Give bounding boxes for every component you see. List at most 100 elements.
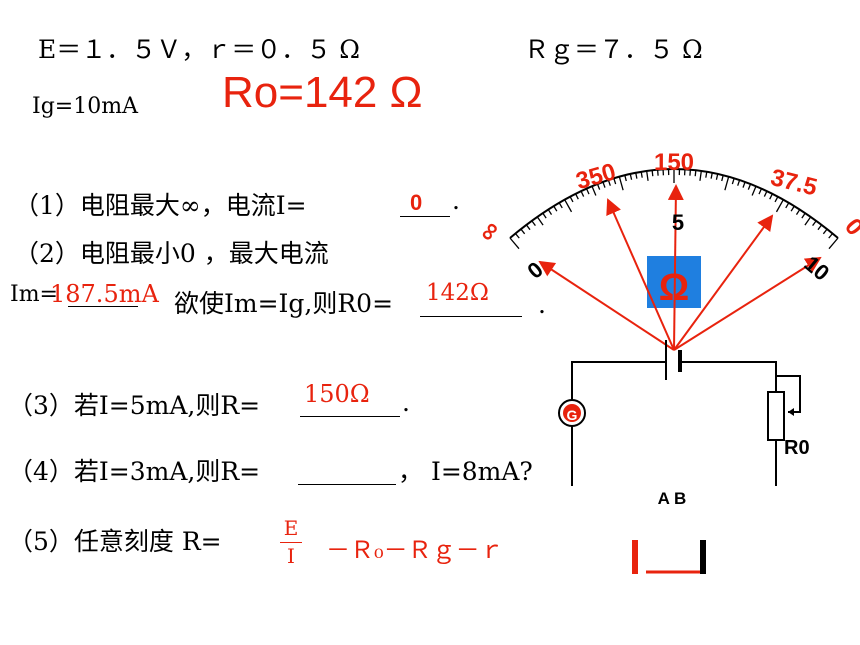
meter-tick — [775, 199, 784, 213]
meter-tick — [801, 212, 806, 219]
meter-tick — [580, 190, 585, 197]
meter-tick — [731, 178, 735, 185]
wire-left-top — [571, 361, 666, 400]
label-0-right: 0 — [839, 213, 860, 241]
meter-ticks — [509, 169, 839, 250]
meter-tick — [520, 228, 526, 235]
q2-im-blank — [68, 306, 138, 307]
meter-tick — [774, 196, 779, 203]
meter-tick — [817, 224, 823, 231]
given-ig: Ig=10mA — [32, 94, 138, 119]
galvanometer-fill — [563, 404, 581, 422]
arrow-0 — [538, 260, 675, 351]
meter-tick — [509, 237, 520, 250]
q2-r0-text: 欲使Im=Ig,则R0= — [174, 289, 394, 318]
q1-text: （1）电阻最大∞，电流I= — [14, 191, 307, 220]
meter-tick — [715, 173, 719, 180]
meter-tick — [596, 183, 601, 190]
meter-tick — [812, 220, 817, 227]
given-ro: Ro=142 Ω — [222, 68, 423, 117]
meter-tick — [763, 190, 768, 197]
label-150: 150 — [654, 149, 694, 176]
pointer-arrows — [538, 184, 822, 351]
rheostat-arrow — [788, 408, 794, 416]
label-10: 10 — [799, 251, 834, 286]
meter-tick — [629, 173, 633, 180]
meter-tick — [710, 172, 713, 179]
q2-r0-answer: 142Ω — [426, 280, 489, 306]
q1-blank — [400, 216, 450, 217]
q5-rest: －Ｒ₀－Ｒｇ－ｒ — [326, 536, 504, 564]
meter-tick — [536, 216, 544, 226]
meter-tick — [624, 175, 627, 182]
meter-tick — [721, 175, 724, 182]
q5-fraction-bar — [280, 542, 302, 543]
meter-tick — [564, 199, 573, 213]
meter-tick — [553, 205, 558, 212]
meter-tick — [785, 202, 790, 209]
r0-label: R0 — [784, 437, 810, 459]
meter-tick — [607, 179, 611, 186]
wire-right-top — [680, 361, 777, 392]
q4-blank — [298, 484, 396, 485]
galvanometer-label: G — [567, 407, 578, 423]
arrow-350 — [606, 198, 675, 351]
meter-tick — [542, 212, 547, 219]
meter-tick — [525, 224, 531, 231]
meter-tick — [828, 233, 834, 239]
terminal-a — [632, 540, 638, 574]
meter-tick — [790, 205, 795, 212]
meter-tick — [569, 196, 574, 203]
meter-tick — [531, 220, 536, 227]
q1-answer: 0 — [410, 190, 423, 215]
meter-tick — [747, 183, 752, 190]
q5-text: （5）任意刻度 R= — [8, 527, 222, 556]
q3-answer: 150Ω — [304, 380, 370, 408]
meter-tick — [724, 176, 730, 191]
q2-im-answer: 187.5mA — [50, 280, 159, 308]
meter-tick — [689, 169, 692, 176]
meter-tick — [828, 237, 839, 250]
terminals-ab-label: A B — [658, 489, 687, 508]
label-350: 350 — [573, 158, 619, 195]
label-5: 5 — [672, 210, 684, 235]
meter-tick — [514, 233, 520, 239]
q5-denominator: I — [287, 544, 295, 568]
meter-tick — [651, 170, 654, 177]
q3-text: （3）若I=5mA,则R= — [8, 391, 261, 420]
meter-tick — [618, 176, 624, 191]
meter-tick — [635, 172, 638, 179]
meter-tick — [737, 179, 741, 186]
meter-tick — [585, 188, 590, 195]
q2-im-label: Im= — [10, 282, 58, 307]
meter-tick — [646, 170, 649, 181]
meter-tick — [558, 202, 563, 209]
arrow-10 — [673, 256, 822, 351]
arrow-37-5 — [673, 214, 774, 351]
meter-tick — [705, 171, 708, 178]
q2-r0-blank — [420, 316, 522, 317]
q4-text: （4）若I=3mA,则R= — [8, 457, 261, 486]
q3-tail: . — [402, 388, 410, 417]
label-infinity: ∞ — [471, 215, 506, 247]
meter-tick — [699, 170, 702, 181]
meter-tick — [769, 193, 773, 200]
given-e-r: E＝１．５Ｖ，ｒ＝０．５ Ω — [38, 35, 360, 64]
rheostat — [767, 391, 785, 441]
q4-tail: ， I=8mA? — [398, 457, 533, 486]
meter-tick — [795, 209, 801, 215]
terminal-b — [700, 540, 706, 574]
meter-tick — [758, 188, 763, 195]
given-rg: Ｒｇ＝７．５ Ω — [524, 35, 703, 64]
meter-tick — [751, 185, 757, 196]
meter-tick — [547, 209, 553, 215]
q1-tail: . — [452, 186, 460, 215]
meter-tick — [804, 216, 812, 226]
q2-text: （2）电阻最小0 ，最大电流 — [14, 239, 329, 268]
meter-tick — [640, 171, 643, 178]
meter-tick — [822, 228, 828, 235]
meter-tick — [656, 169, 659, 176]
meter-tick — [602, 181, 606, 188]
arrow-150 — [667, 184, 684, 351]
